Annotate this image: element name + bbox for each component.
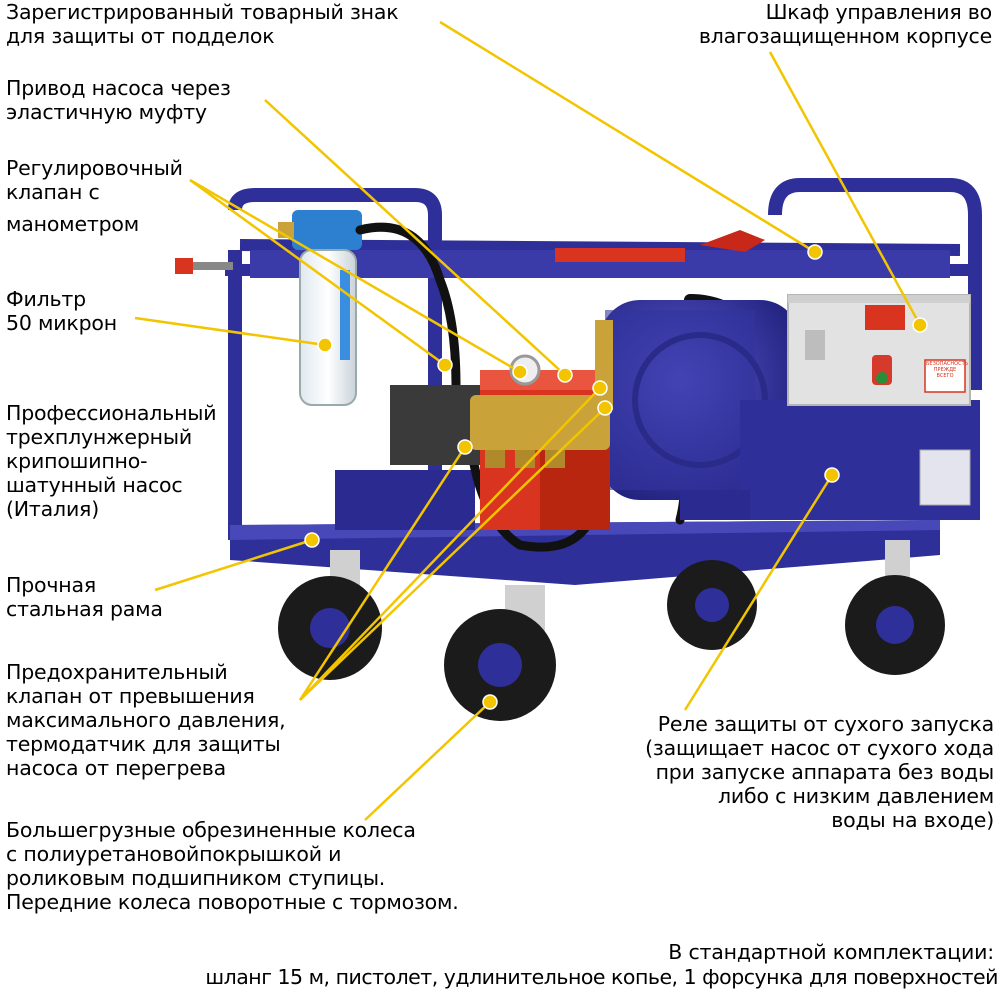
warning-plate-text: БЕЗОПАСНОСТЬ ПРЕЖДЕ ВСЕГО — [926, 361, 969, 379]
pointer-lines — [134, 20, 922, 821]
wheel-front-right — [444, 585, 556, 721]
wheel-front-left — [278, 550, 382, 680]
label-frame: Прочная стальная рама — [6, 573, 163, 621]
wheel-rear-right — [845, 540, 945, 675]
label-dry-run-relay: Реле защиты от сухого запуска (защищает … — [645, 712, 994, 832]
label-control-cabinet: Шкаф управления во влагозащищенном корпу… — [698, 0, 992, 48]
wheel-rear-left — [667, 540, 757, 650]
label-regulating-valve-line1: Регулировочный клапан с — [6, 156, 183, 204]
standard-kit-title: В стандартной комплектации: — [668, 940, 994, 964]
label-regulating-valve-line2: манометром — [6, 212, 140, 236]
label-safety-valve: Предохранительный клапан от превышения м… — [6, 660, 286, 780]
spray-gun-icon — [175, 230, 765, 274]
label-trademark: Зарегистрированный товарный знак для защ… — [6, 0, 399, 48]
label-filter: Фильтр 50 микрон — [6, 287, 117, 335]
electric-motor — [600, 300, 980, 520]
pointer-dots — [304, 244, 928, 710]
label-wheels: Большегрузные обрезиненные колеса с поли… — [6, 818, 459, 914]
standard-kit-items: шланг 15 м, пистолет, удлинительное копь… — [205, 965, 998, 989]
control-cabinet — [787, 294, 971, 406]
wheels — [278, 540, 945, 721]
label-pump: Профессиональный трехплунжерный крипошип… — [6, 401, 217, 521]
label-pump-drive: Привод насоса через эластичную муфту — [6, 76, 231, 124]
